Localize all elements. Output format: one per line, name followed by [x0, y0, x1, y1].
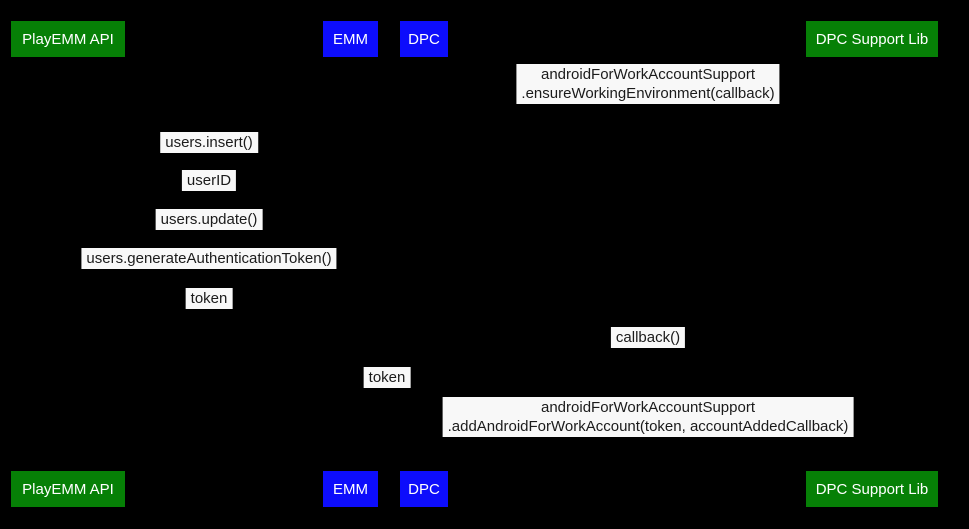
participant-top-playemm-api: PlayEMM API	[11, 21, 125, 57]
message-userid: userID	[181, 170, 237, 191]
message-users-update: users.update()	[155, 209, 263, 230]
message-line: androidForWorkAccountSupport	[540, 66, 755, 83]
message-add-android-for-work-account: androidForWorkAccountSupport .addAndroid…	[442, 397, 854, 437]
message-token-return: token	[185, 288, 233, 309]
participant-bottom-emm: EMM	[323, 471, 378, 507]
message-line: androidForWorkAccountSupport	[541, 399, 755, 416]
participant-bottom-dpc: DPC	[400, 471, 448, 507]
message-ensure-working-environment: androidForWorkAccountSupport .ensureWork…	[516, 64, 780, 104]
participant-top-emm: EMM	[323, 21, 378, 57]
participant-bottom-playemm-api: PlayEMM API	[11, 471, 125, 507]
participant-bottom-dpc-support-lib: DPC Support Lib	[806, 471, 938, 507]
message-callback: callback()	[610, 327, 686, 348]
message-users-generate-authentication-token: users.generateAuthenticationToken()	[81, 248, 337, 269]
participant-top-dpc-support-lib: DPC Support Lib	[806, 21, 938, 57]
message-token-forward: token	[363, 367, 411, 388]
participant-top-dpc: DPC	[400, 21, 448, 57]
message-line: .ensureWorkingEnvironment(callback)	[521, 85, 775, 102]
message-users-insert: users.insert()	[160, 132, 258, 153]
message-line: .addAndroidForWorkAccount(token, account…	[447, 418, 849, 435]
